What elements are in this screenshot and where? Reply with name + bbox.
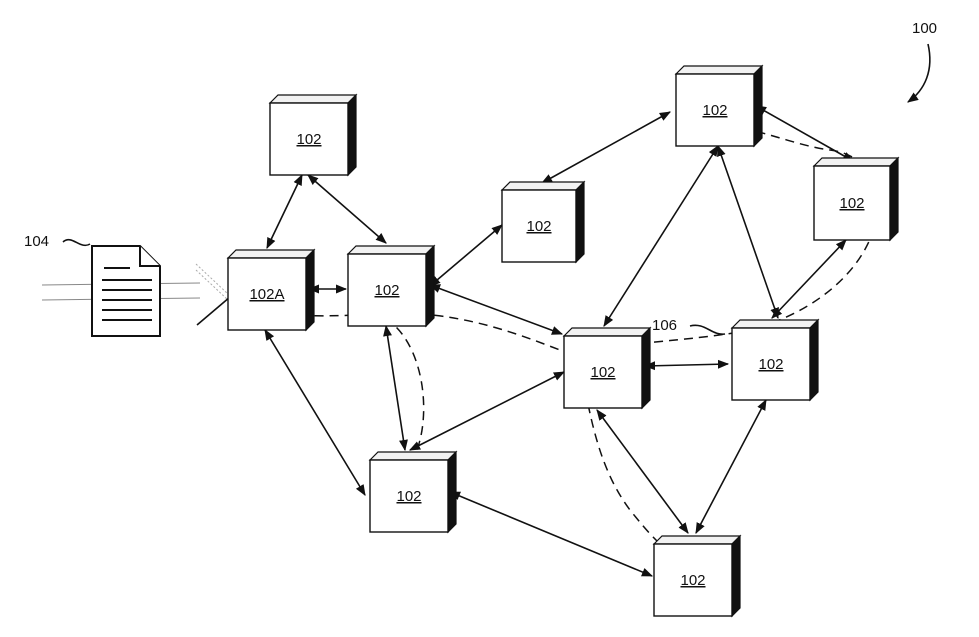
edge-n8-n9	[772, 240, 846, 318]
node-label: 102	[590, 364, 615, 381]
edge-n6-n7	[604, 146, 718, 326]
signal-dots-top	[196, 264, 228, 294]
figure-ref-arrow	[908, 44, 930, 102]
nodes: 102 102A 102 102 102 102 102 102 102 102	[228, 66, 898, 616]
document-ref-leader	[63, 240, 90, 246]
document-input: 104	[24, 233, 230, 336]
node-box-side	[448, 452, 456, 532]
node-box-side	[642, 328, 650, 408]
node-label: 102	[526, 218, 551, 235]
node-box-side	[576, 182, 584, 262]
edge-n6-n9	[645, 364, 728, 366]
node-box: 102	[732, 320, 818, 400]
edge-n7-n9	[718, 146, 778, 318]
node-box-top	[228, 250, 314, 258]
node-box-top	[564, 328, 650, 336]
node-box-top	[348, 246, 434, 254]
node-box-side	[754, 66, 762, 146]
node-label: 102	[374, 282, 399, 299]
node-label: 102	[396, 488, 421, 505]
node-label: 102	[758, 356, 783, 373]
edge-n5-n10	[450, 492, 652, 576]
node-box-side	[348, 95, 356, 175]
node-box: 102	[564, 328, 650, 408]
signal-entry-stroke	[197, 297, 230, 325]
edge-n2-n5	[265, 330, 365, 495]
node-box: 102	[370, 452, 456, 532]
edge-n1-n2	[267, 175, 302, 248]
node-box-top	[732, 320, 818, 328]
edge-n9-n10	[696, 400, 766, 533]
node-label: 102	[839, 195, 864, 212]
node-box-top	[654, 536, 740, 544]
edge-n5-n6	[410, 372, 564, 450]
edge-n7-n8	[756, 106, 853, 161]
edge-n3-n4	[430, 225, 502, 286]
node-box-side	[426, 246, 434, 326]
node-box-top	[502, 182, 584, 190]
edge-n4-n7	[542, 112, 670, 183]
node-box: 102	[502, 182, 584, 262]
edge-n3-n6	[430, 285, 562, 334]
node-box-side	[890, 158, 898, 240]
node-box: 102	[814, 158, 898, 240]
node-box-side	[306, 250, 314, 330]
node-box-side	[732, 536, 740, 616]
node-box: 102A	[228, 250, 314, 330]
node-label: 102A	[249, 286, 284, 303]
node-label: 102	[702, 102, 727, 119]
node-box: 102	[654, 536, 740, 616]
edge-n6-n10	[597, 410, 688, 533]
path-ref-leader	[690, 325, 725, 334]
edge-n3-n5	[386, 326, 405, 450]
path-ref-label: 106	[652, 317, 677, 334]
node-box: 102	[348, 246, 434, 326]
edge-n1-n3	[308, 175, 386, 243]
node-box-top	[370, 452, 456, 460]
node-box: 102	[270, 95, 356, 175]
node-box-top	[814, 158, 898, 166]
signal-dots-bottom	[196, 270, 228, 300]
node-label: 102	[296, 131, 321, 148]
document-icon	[92, 246, 160, 336]
node-box: 102	[676, 66, 762, 146]
figure-ref-label: 100	[912, 20, 937, 37]
node-box-side	[810, 320, 818, 400]
node-label: 102	[680, 572, 705, 589]
node-box-top	[270, 95, 356, 103]
document-ref-label: 104	[24, 233, 49, 250]
node-box-top	[676, 66, 762, 74]
